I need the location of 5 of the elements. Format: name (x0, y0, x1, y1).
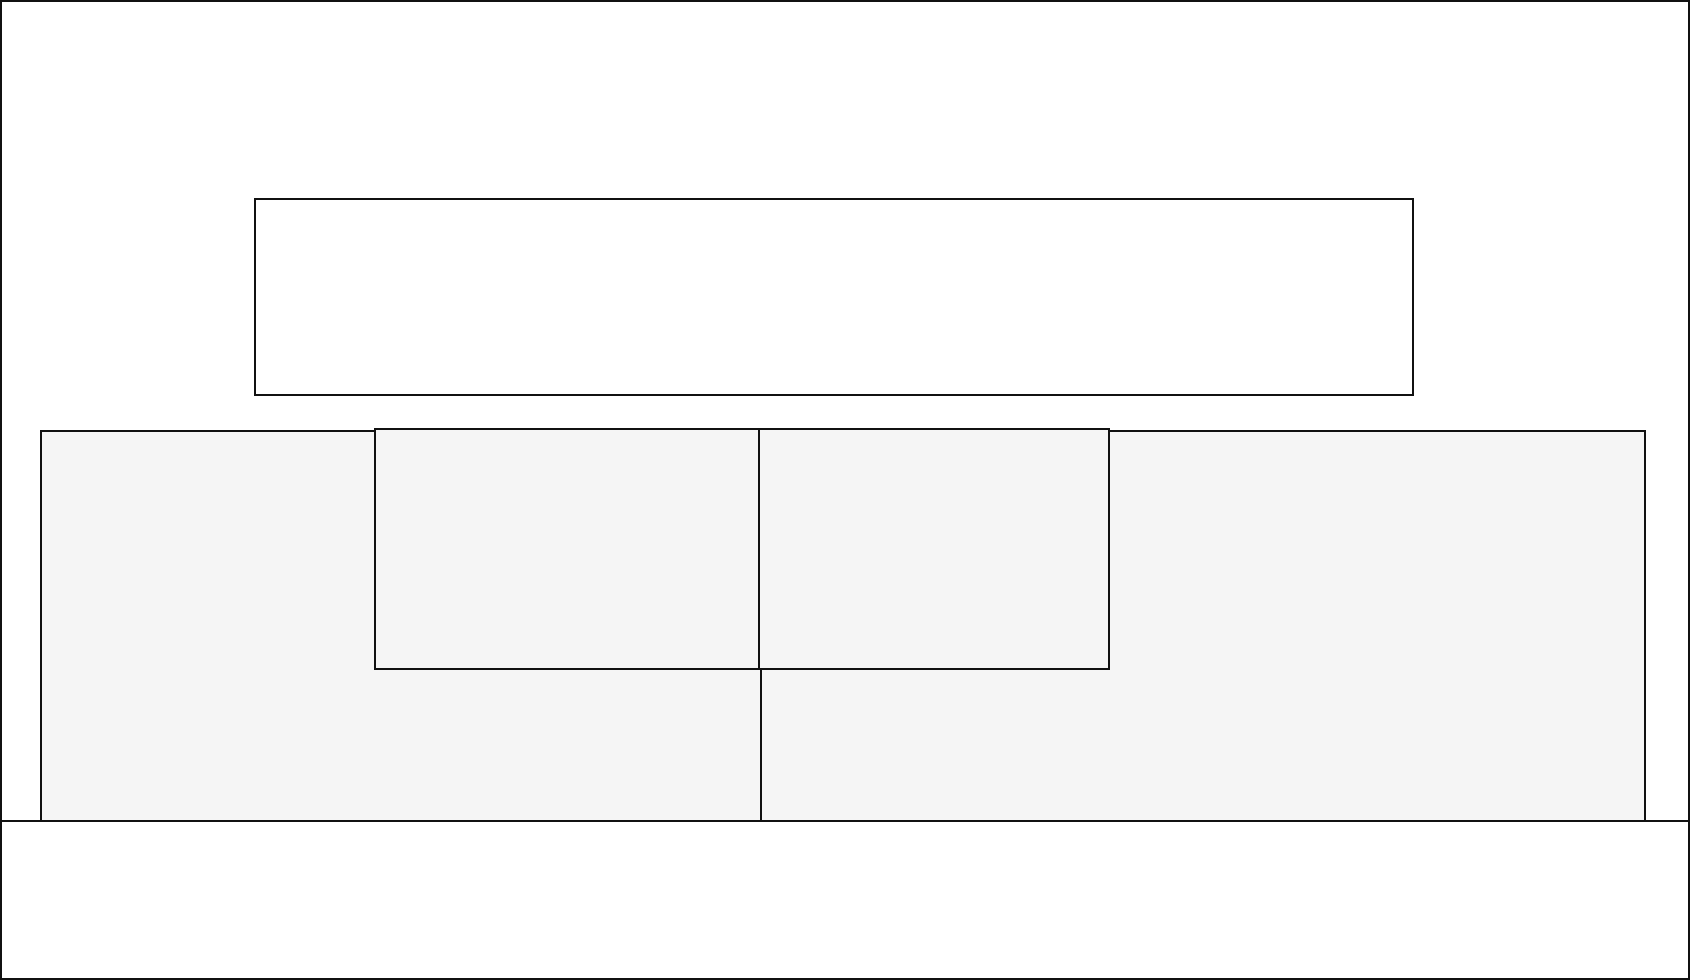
inner-box (758, 428, 1110, 670)
inner-box (374, 428, 760, 670)
right-panel (759, 429, 1645, 821)
top-box (253, 197, 1413, 395)
left-panel (39, 429, 761, 821)
